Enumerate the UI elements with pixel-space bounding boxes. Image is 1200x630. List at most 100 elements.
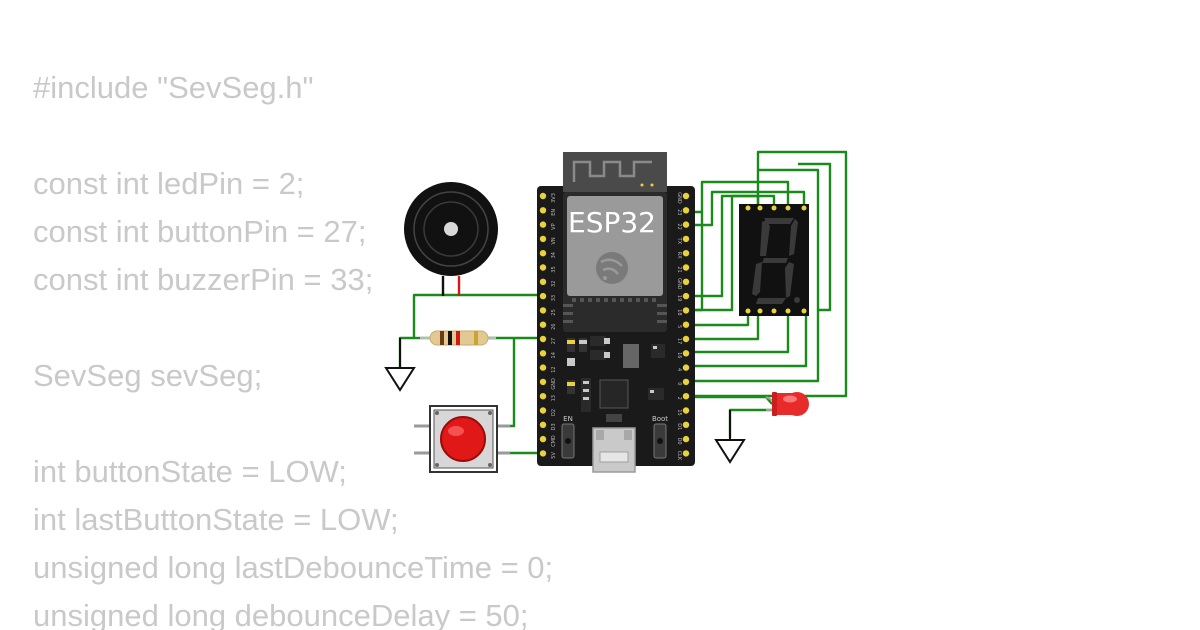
board-pin-label: 27 (551, 338, 557, 344)
board-pin[interactable] (682, 235, 690, 243)
board-pin-label: VP (551, 223, 557, 229)
board-pin-label: CMD (551, 435, 557, 447)
board-pin[interactable] (539, 321, 547, 328)
board-pin-label: 14 (551, 352, 557, 358)
board-pin-label: 12 (551, 366, 557, 372)
board-pin[interactable] (539, 307, 547, 314)
board-pin[interactable] (539, 207, 547, 214)
board-pin-label: 34 (551, 252, 557, 258)
segment-c (785, 262, 794, 298)
board-pin[interactable] (539, 435, 547, 443)
board-pin[interactable] (682, 292, 690, 300)
esp32-board[interactable]: ESP32 (537, 152, 695, 473)
board-pin[interactable] (682, 278, 690, 285)
board-pin[interactable] (682, 250, 690, 257)
board-pin-label: 15 (676, 409, 682, 415)
board-pin[interactable] (682, 450, 690, 457)
wire-button-to-pin27[interactable] (505, 338, 516, 428)
board-pin[interactable] (682, 393, 690, 400)
push-button-cap[interactable] (440, 416, 486, 462)
push-button[interactable] (414, 405, 510, 473)
ground-symbol-left (384, 338, 416, 392)
segment-a (764, 218, 794, 224)
segment-g (762, 258, 788, 263)
wire-display-a[interactable] (686, 180, 790, 214)
wire-display-b[interactable] (686, 190, 806, 227)
board-pin-label: 18 (676, 309, 682, 315)
board-pin[interactable] (539, 250, 547, 257)
wire-display-g[interactable] (686, 310, 790, 354)
board-pin[interactable] (682, 192, 690, 200)
board-pin[interactable] (682, 378, 690, 386)
board-pin-label: 23 (676, 209, 682, 215)
board-pin-label: 22 (676, 223, 682, 229)
board-pin-label: 33 (551, 295, 557, 301)
segment-d (756, 298, 786, 304)
code-line: int lastButtonState = LOW; (33, 502, 399, 537)
wire-pin2-to-led[interactable] (686, 395, 773, 405)
board-pin[interactable] (539, 407, 547, 414)
segment-dp (794, 297, 800, 303)
code-line: SevSeg sevSeg; (33, 358, 263, 393)
code-line: #include "SevSeg.h" (33, 70, 314, 105)
espressif-logo (596, 252, 628, 284)
board-pin[interactable] (539, 221, 547, 228)
board-pin-label: 3V3 (551, 193, 557, 203)
wire-display-e[interactable] (686, 310, 750, 327)
wire-display-top3[interactable] (798, 162, 832, 312)
board-pin-label: GND (676, 192, 682, 204)
code-line: const int buzzerPin = 33; (33, 262, 374, 297)
board-pin[interactable] (682, 421, 690, 428)
board-pin[interactable] (539, 364, 547, 371)
board-pin-label: D1 (676, 423, 682, 430)
code-line: const int buttonPin = 27; (33, 214, 367, 249)
wire-display-c[interactable] (686, 194, 776, 298)
board-pin-label: EN (551, 209, 557, 216)
board-pin-label: 26 (551, 324, 557, 330)
board-pin-label: 0 (676, 382, 682, 385)
board-pin[interactable] (682, 350, 690, 357)
board-pin[interactable] (682, 435, 690, 443)
ground-symbol-right (714, 410, 746, 464)
board-pin[interactable] (682, 221, 690, 228)
wire-display-f[interactable] (686, 310, 760, 341)
board-pin-label: VN (551, 237, 557, 244)
board-pin[interactable] (539, 378, 547, 386)
board-pin-label: GND (551, 378, 557, 390)
led[interactable] (765, 392, 809, 416)
wire-display-top1[interactable] (686, 168, 820, 383)
board-pin[interactable] (539, 292, 547, 300)
board-pin[interactable] (682, 307, 690, 314)
segment-e (752, 262, 762, 296)
board-pin[interactable] (539, 235, 547, 243)
board-pin[interactable] (682, 407, 690, 414)
board-pin-label: TX (676, 237, 682, 245)
board-pin[interactable] (682, 335, 690, 343)
wire-led-to-ground[interactable] (728, 408, 772, 438)
board-pin[interactable] (682, 207, 690, 214)
board-pin[interactable] (539, 335, 547, 343)
code-line: const int ledPin = 2; (33, 166, 305, 201)
board-pin-label: D3 (551, 423, 557, 430)
board-pin-label: 4 (676, 368, 682, 371)
board-pin-label: 16 (676, 352, 682, 358)
buzzer[interactable] (404, 182, 498, 296)
board-pin[interactable] (539, 450, 547, 457)
wire-display-com[interactable] (686, 310, 808, 368)
code-line: unsigned long lastDebounceTime = 0; (33, 550, 554, 585)
seven-segment-display[interactable] (739, 204, 809, 316)
board-pin[interactable] (539, 264, 547, 271)
board-pin-label: D0 (676, 438, 682, 445)
board-pin[interactable] (539, 192, 547, 200)
board-pin[interactable] (682, 321, 690, 328)
board-pin[interactable] (539, 350, 547, 357)
board-pin[interactable] (539, 421, 547, 428)
board-pin[interactable] (682, 364, 690, 371)
resistor[interactable] (420, 330, 496, 346)
board-pin[interactable] (539, 278, 547, 285)
board-pin[interactable] (539, 393, 547, 400)
board-pin-label: 19 (676, 295, 682, 301)
board-pin[interactable] (682, 264, 690, 271)
